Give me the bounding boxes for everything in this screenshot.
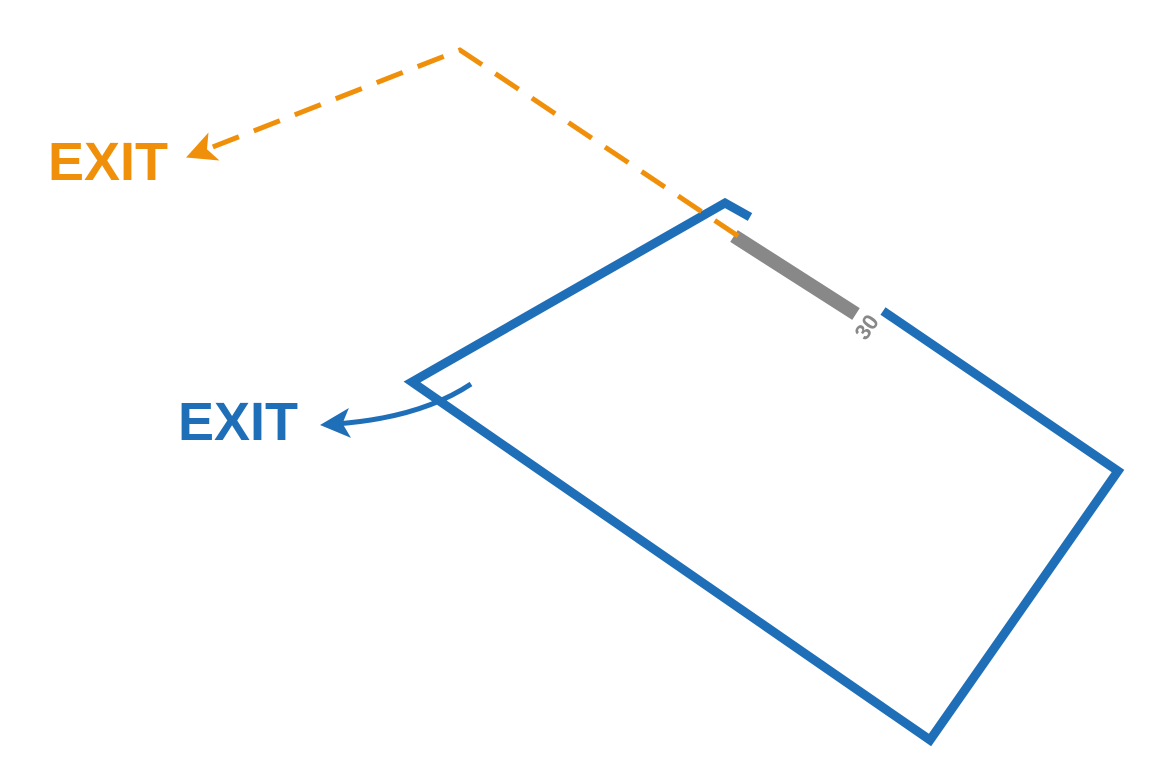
secondary-exit-route: [186, 47, 740, 239]
primary-exit-route: [320, 381, 473, 438]
secondary-exit-label: EXIT: [48, 132, 168, 192]
primary-exit-label: EXIT: [178, 392, 298, 452]
door-opening: [730, 230, 860, 320]
room-wall-outline: [403, 197, 1125, 747]
